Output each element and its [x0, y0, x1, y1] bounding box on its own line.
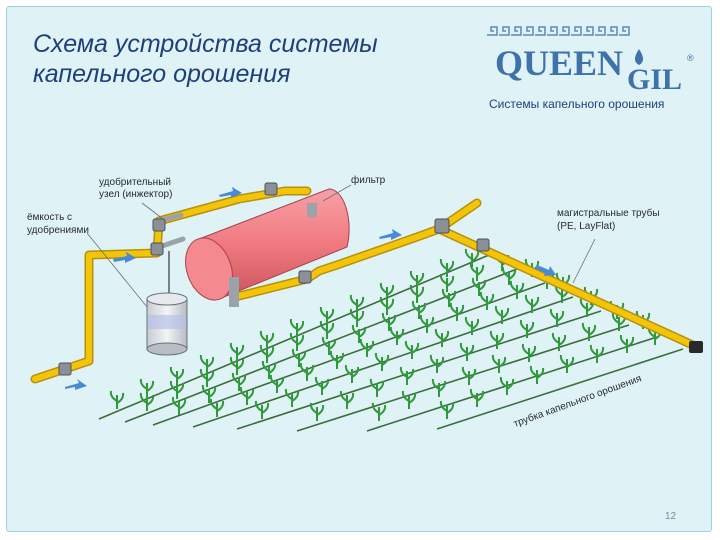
- title-line-2: капельного орошения: [33, 60, 291, 88]
- label-main-pipes-line2: (PE, LayFlat): [557, 221, 615, 232]
- label-filter: фильтр: [351, 174, 386, 186]
- drip-irrigation-diagram: удобрительный узел (инжектор) ёмкость с …: [27, 174, 703, 432]
- valves: [58, 182, 490, 376]
- registered-mark: ®: [687, 53, 694, 63]
- queengil-logo: QUEEN GIL ®: [487, 26, 694, 96]
- fertilizer-tank: [146, 251, 188, 356]
- label-fertilizer-tank-line1: ёмкость с: [27, 212, 72, 223]
- logo-subtitle: Системы капельного орошения: [489, 97, 665, 111]
- water-drop-icon: [635, 49, 643, 65]
- label-drip-tube: трубка капельного орошения: [512, 372, 643, 430]
- greek-key-ornament: [487, 26, 630, 36]
- label-main-pipes-line1: магистральные трубы: [557, 207, 660, 219]
- label-fertilizer-unit-line2: узел (инжектор): [99, 189, 172, 200]
- label-fertilizer-unit-line1: удобрительный: [99, 176, 171, 188]
- pipe-end-cap: [689, 341, 703, 353]
- filter-tank: [185, 188, 350, 307]
- callout-lines: [86, 184, 596, 308]
- page-number: 12: [665, 511, 677, 522]
- title-line-1: Схема устройства системы: [33, 30, 378, 58]
- flow-arrows: [65, 187, 556, 390]
- slide: Схема устройства системы капельного орош…: [6, 6, 712, 532]
- slide-title: Схема устройства системы капельного орош…: [33, 29, 378, 89]
- logo-word-gil: GIL: [627, 63, 682, 96]
- label-fertilizer-tank-line2: удобрениями: [27, 224, 89, 236]
- logo-word-queen: QUEEN: [495, 43, 623, 83]
